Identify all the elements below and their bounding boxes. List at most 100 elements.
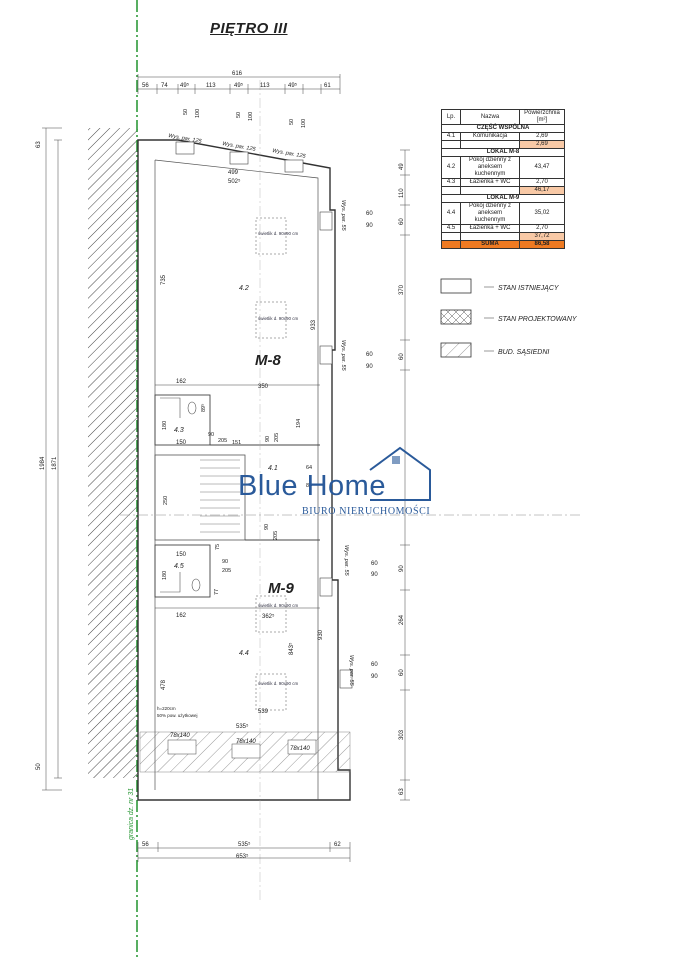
dim-inner: 50 [289,119,295,125]
subtotal-row: 2,69 [441,140,565,149]
toilet-m8 [187,401,197,415]
skylight-label-2: świetlik d. 90x90 cm [258,316,299,321]
right-dimension-chain [400,149,410,801]
toilet-m9 [191,578,201,592]
cell-area: 35,02 [519,202,565,225]
dim-inner: 60 [366,211,373,217]
dim-bottom-total: 653⁵ [236,853,249,860]
dim-inner: 60 [371,561,378,567]
dim-inner: 100 [248,112,254,121]
dim-inner: 150 [176,440,187,446]
window-right-2 [319,345,333,365]
dim-inner: 50 [183,109,189,115]
header-lp: Lp. [441,109,461,125]
cell-name: Pokój dzienny z aneksem kuchennym [460,202,520,225]
cell-name: Łazienka + WC [460,224,520,233]
dim-inner: 60 [366,352,373,358]
left-dimension-chain [42,127,62,791]
subtotal-row: 37,72 [441,232,565,241]
dim-inner: 539 [258,709,269,715]
top-dimension-chain [137,74,341,94]
bottom-dimension-chain [137,842,351,862]
dim-inner: 90 [208,432,214,438]
dim-inner: 150 [176,552,187,558]
window-right-1 [319,211,333,231]
window-top-2 [229,151,249,165]
shower-m8 [160,397,181,418]
dim-right: 264 [399,614,405,625]
dim-inner: 151 [232,440,241,446]
dim-inner: 180 [162,571,168,580]
dim-inner: 100 [195,109,201,118]
dim-inner: 478 [161,679,167,690]
dim-inner: 162 [176,613,187,619]
note-line-2: 50% pow. użytkowej [157,713,198,718]
section-row: LOKAL M-8 [441,148,565,157]
dim-top: 113 [260,83,270,89]
dim-inner: 205 [274,433,280,442]
dim-inner: 250 [163,496,169,505]
dim-inner: 75 [215,544,221,550]
room-label-4-5: 4.5 [174,563,184,570]
subtotal-value: 46,17 [519,186,565,195]
dim-inner: 50 [236,112,242,118]
subtotal-value: 2,69 [519,140,565,149]
dim-top: 49⁵ [180,82,190,89]
dim-inner: 100 [301,119,307,128]
cell-area: 2,70 [519,178,565,187]
dim-right: 49 [399,163,405,170]
window-label-right-2: Wys. par. 55 [340,340,346,372]
logo-subtext: BIURO NIERUCHOMOŚCI [302,506,431,517]
unit-m8-label: M-8 [255,352,281,369]
dim-inner: 84 [306,483,312,489]
dim-bottom: 535⁵ [238,841,251,848]
room-label-4-3: 4.3 [174,427,184,434]
table-row: 4.1 Komunikacja 2,69 [441,132,565,141]
window-label-right-1: Wys. par. 55 [340,200,346,232]
dim-inner: 90 [371,674,378,680]
window-right-3 [319,577,333,597]
window-label-top-3: Wys. par. 125 [272,148,307,160]
dim-inner: 499 [228,170,239,176]
dim-left: 50 [36,763,42,770]
dim-inner: 933 [311,319,317,330]
subtotal-value: 37,72 [519,232,565,241]
window-label-right-3: Wys. par. 55 [343,545,349,577]
dim-inner: 350 [258,384,269,390]
dim-inner: 735 [161,274,167,285]
skylight-label-3: świetlik d. 90x90 cm [258,603,299,608]
legend-crosshatch-border [440,309,472,325]
stair-treads [200,459,240,533]
dim-inner: 535⁵ [236,723,249,730]
logo-window-icon [392,456,400,464]
dim-bottom: 56 [142,842,149,848]
table-header-row: Lp. Nazwa Powierzchnia [m²] [441,109,565,125]
neighbour-building-hatch [88,128,138,778]
dim-bottom: 62 [334,842,341,848]
dim-inner: 77 [214,589,220,595]
dim-top: 49⁵ [234,82,244,89]
dim-right: 303 [399,729,405,740]
dim-inner: 205 [218,438,227,444]
dim-top: 49⁵ [288,82,298,89]
dim-right: 60 [399,353,405,360]
dim-inner: 90 [265,436,271,442]
legend-empty-swatch [440,278,472,294]
unit-m9-label: M-9 [268,580,294,597]
cell-lp: 4.4 [441,202,461,225]
outer-wall [137,139,351,801]
section-row: LOKAL M-9 [441,194,565,203]
roof-window-label-3: 78x140 [290,746,310,752]
total-label: SUMA [460,240,520,249]
table-row: 4.2 Pokój dzienny z aneksem kuchennym 43… [441,156,565,179]
dim-inner: 162 [176,379,187,385]
subtotal-row: 46,17 [441,186,565,195]
cell-name: Pokój dzienny z aneksem kuchennym [460,156,520,179]
dim-top: 113 [206,83,216,89]
dim-top: 61 [324,83,331,89]
legend-label-neighbour: BUD. SĄSIEDNI [498,349,549,356]
dim-left: 1871 [52,456,58,470]
bathroom-m8 [154,394,211,446]
dim-inner: 90 [264,524,270,530]
